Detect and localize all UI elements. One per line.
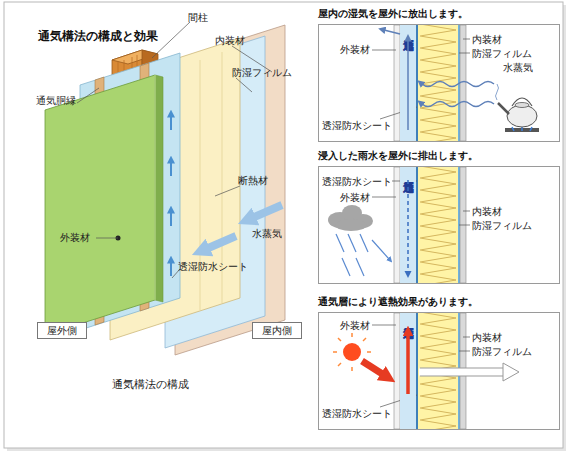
part-label: 防湿フィルム [232,67,292,79]
moisture-arrow [384,30,400,34]
vapor-arrow [252,205,282,218]
siding-edge [155,75,163,302]
rain [360,234,368,252]
leader-line [459,225,470,226]
frame [4,2,563,448]
siding-highlight [155,75,156,300]
leader-line [77,88,99,103]
heat-arrow [362,361,384,375]
sun-ray [338,338,341,341]
kettle-lid [515,103,529,108]
sun-ray [351,333,353,337]
kettle-handle [512,98,532,106]
sun-ray [367,351,371,353]
airflow-arrow [170,262,172,276]
blocked-heat-arrow [419,369,504,376]
part-label: 防湿フィルム [472,220,532,232]
leader-line [459,351,470,352]
leader-line [372,50,396,51]
sun-ray [333,351,337,353]
airflow-arrow [170,212,172,226]
leader-line [463,337,470,338]
part-label: 内装材 [472,34,502,46]
side-tag: 屋内側 [252,322,302,339]
steam [496,84,499,100]
part-label: 防湿フィルム [472,346,532,358]
panel-heading: 屋内の湿気を屋外に放出します。 [318,7,468,21]
wall-section [394,313,466,429]
rain [356,258,364,276]
rain [342,258,350,276]
wall-section [394,167,466,283]
sun-ray [363,338,366,341]
rain [336,234,344,252]
kettle-body [507,105,537,127]
part-label: 外装材 [60,232,90,244]
sun-ray [338,363,341,366]
vapor-arrow [206,236,236,249]
panel-heading: 通気層により遮熱効果があります。 [318,295,478,309]
part-label: 防湿フィルム [472,48,532,60]
part-label: 外装材 [340,44,370,56]
part-label: 水蒸気 [503,62,533,74]
rain-arrow [372,240,389,259]
part-label: 内装材 [215,35,245,47]
wall-section [394,25,466,141]
sun [343,343,361,361]
moisture-arrow [422,102,494,107]
side-label: 屋内側 [253,323,301,338]
leader-line [459,53,470,54]
part-label: 透湿防水シート [322,408,392,420]
part-label: 通気胴縁 [36,95,76,107]
panel-heading: 浸入した雨水を屋外に排出します。 [318,149,478,163]
side-label: 屋外側 [38,323,86,338]
part-label: 内装材 [472,206,502,218]
part-label: 透湿防水シート [322,120,392,132]
leader-line [463,211,470,212]
moisture-arrow [422,82,494,87]
part-label: 内装材 [472,332,502,344]
part-label: 外装材 [340,320,370,332]
air-layer-band: 通気層 [400,313,416,429]
part-label: 断熱材 [238,175,268,187]
cloud [335,219,367,231]
airflow-arrow [170,116,172,130]
kettle-spout [498,103,509,114]
leader-line [372,197,396,198]
air-layer-band: 通気層 [400,25,416,141]
flame [512,127,532,131]
leader-line [236,78,252,92]
side-tag: 屋外側 [37,322,87,339]
exterior-siding [45,75,155,335]
leader-line [372,325,396,326]
diagram-title: 通気構法の構成と効果 [38,28,158,45]
stove [505,128,539,132]
figure-caption: 通気構法の構成 [112,377,189,392]
airflow-arrow [170,162,172,176]
blocked-heat-arrow-outline [420,368,503,377]
blocked-heat-arrow-head [503,363,519,381]
part-label: 水蒸気 [252,228,282,240]
insulation-texture [200,60,201,310]
sun-ray [351,367,353,371]
air-layer-band: 通気層 [400,167,416,283]
part-label: 透湿防水シート [322,176,392,188]
part-label: 透湿防水シート [178,261,248,273]
leader-line [96,238,118,239]
leader-line [215,186,240,196]
leader-line [463,39,470,40]
part-label: 外装材 [340,192,370,204]
part-label: 間柱 [188,12,208,24]
rain [348,234,356,252]
